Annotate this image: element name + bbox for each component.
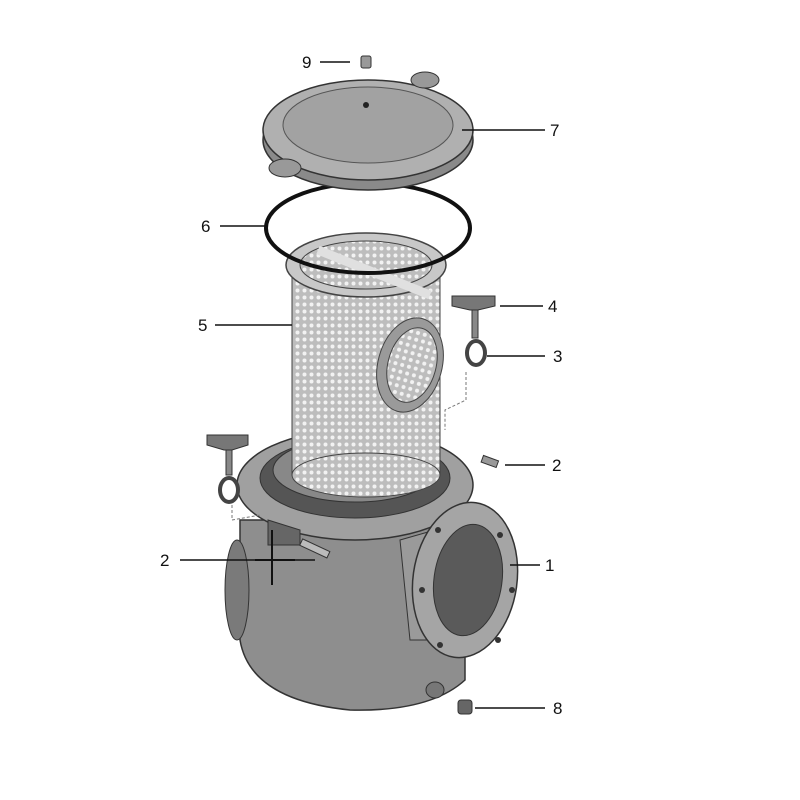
- strainer-basket: [285, 232, 447, 498]
- callout-1: 1: [545, 556, 555, 575]
- callout-4: 4: [548, 297, 558, 316]
- callout-2-right: 2: [552, 456, 562, 475]
- callout-6: 6: [201, 217, 211, 236]
- callout-7: 7: [550, 121, 560, 140]
- callout-9: 9: [302, 53, 312, 72]
- callout-2-left: 2: [160, 551, 170, 570]
- leader-lines: [180, 61, 545, 709]
- callout-5: 5: [198, 316, 208, 335]
- lid: [262, 71, 474, 191]
- callout-3: 3: [553, 347, 563, 366]
- drain-plug: [425, 681, 473, 715]
- right-clamp-assembly: [444, 295, 500, 469]
- vent-plug: [360, 55, 372, 69]
- callout-8: 8: [553, 699, 563, 718]
